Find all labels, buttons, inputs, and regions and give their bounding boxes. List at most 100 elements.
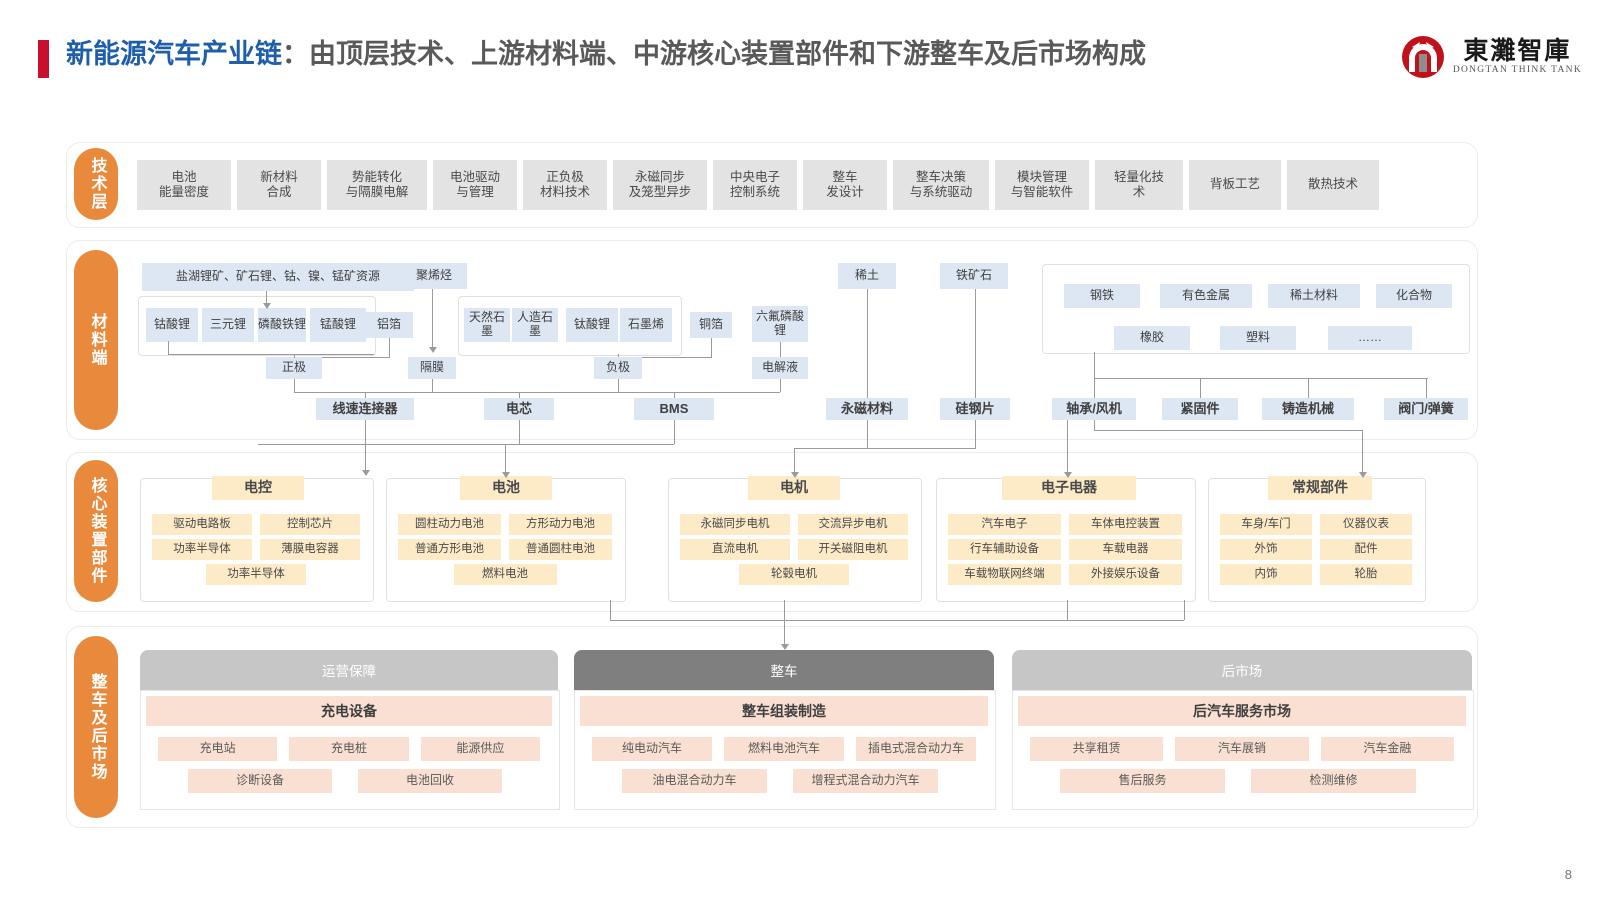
anode-material-2[interactable]: 钛酸锂 <box>566 308 618 342</box>
cathode-material-0[interactable]: 钴酸锂 <box>146 308 198 342</box>
vehicle-item-0-2[interactable]: 能源供应 <box>420 737 540 761</box>
core-item-3-5[interactable]: 外接娱乐设备 <box>1069 564 1182 585</box>
material-node-0[interactable]: 正极 <box>266 357 322 379</box>
material-ore-box[interactable]: 盐湖锂矿、矿石锂、钴、镍、锰矿资源 <box>142 263 414 291</box>
vehicle-item-0-1[interactable]: 充电桩 <box>289 737 409 761</box>
vehicle-item-2-1[interactable]: 汽车展销 <box>1175 737 1309 761</box>
general-material-3[interactable]: 化合物 <box>1376 284 1452 308</box>
core-item-3-2[interactable]: 行车辅助设备 <box>948 539 1061 560</box>
core-item-4-0[interactable]: 车身/车门 <box>1220 514 1312 535</box>
anode-material-3[interactable]: 石墨烯 <box>620 308 672 342</box>
vehicle-item-2-3[interactable]: 售后服务 <box>1060 769 1225 793</box>
core-item-3-3[interactable]: 车载电器 <box>1069 539 1182 560</box>
vehicle-item-1-3[interactable]: 油电混合动力车 <box>622 769 767 793</box>
general-output-2[interactable]: 铸造机械 <box>1262 398 1354 420</box>
core-item-2-4[interactable]: 轮毂电机 <box>739 564 849 585</box>
material-node-3[interactable]: 电解液 <box>752 357 808 379</box>
core-item-2-3[interactable]: 开关磁阻电机 <box>798 539 908 560</box>
vehicle-item-1-4[interactable]: 增程式混合动力汽车 <box>793 769 938 793</box>
tech-item-4[interactable]: 正负极材料技术 <box>523 160 607 210</box>
tech-item-1[interactable]: 新材料合成 <box>237 160 321 210</box>
vehicle-item-2-0[interactable]: 共享租赁 <box>1030 737 1164 761</box>
core-item-3-4[interactable]: 车载物联网终端 <box>948 564 1061 585</box>
general-output-3[interactable]: 阀门/弹簧 <box>1384 398 1468 420</box>
core-item-3-0[interactable]: 汽车电子 <box>948 514 1061 535</box>
aluminum-foil-box[interactable]: 铝箔 <box>365 312 413 338</box>
vehicle-item-2-2[interactable]: 汽车金融 <box>1320 737 1454 761</box>
general-material-1[interactable]: 有色金属 <box>1160 284 1252 308</box>
core-item-4-3[interactable]: 配件 <box>1320 539 1412 560</box>
general-material-0[interactable]: 钢铁 <box>1064 284 1140 308</box>
material-output-2[interactable]: BMS <box>634 398 714 420</box>
tech-item-6[interactable]: 中央电子控制系统 <box>713 160 797 210</box>
core-group-title-4[interactable]: 常规部件 <box>1268 476 1372 500</box>
core-item-4-5[interactable]: 轮胎 <box>1320 564 1412 585</box>
material-output-0[interactable]: 线速连接器 <box>316 398 414 420</box>
general-material-6[interactable]: …… <box>1328 326 1412 350</box>
core-item-0-1[interactable]: 控制芯片 <box>260 514 360 535</box>
core-group-title-3[interactable]: 电子电器 <box>1002 476 1136 500</box>
material-node-2[interactable]: 负极 <box>594 357 642 379</box>
vehicle-head-0[interactable]: 充电设备 <box>146 696 552 726</box>
core-group-title-1[interactable]: 电池 <box>460 476 552 500</box>
general-material-4[interactable]: 橡胶 <box>1114 326 1190 350</box>
core-item-1-2[interactable]: 普通方形电池 <box>398 539 501 560</box>
tech-item-9[interactable]: 模块管理与智能软件 <box>995 160 1089 210</box>
copper-foil-box[interactable]: 铜箔 <box>690 312 732 338</box>
vehicle-item-1-2[interactable]: 插电式混合动力车 <box>856 737 976 761</box>
general-output-1[interactable]: 紧固件 <box>1162 398 1238 420</box>
tech-item-7[interactable]: 整车发设计 <box>803 160 887 210</box>
vehicle-item-0-0[interactable]: 充电站 <box>158 737 278 761</box>
material-node-1[interactable]: 隔膜 <box>408 357 456 379</box>
vehicle-item-0-4[interactable]: 电池回收 <box>358 769 502 793</box>
magnet-output-0[interactable]: 永磁材料 <box>826 398 908 420</box>
core-item-0-4[interactable]: 功率半导体 <box>206 564 306 585</box>
core-item-4-4[interactable]: 内饰 <box>1220 564 1312 585</box>
core-item-1-4[interactable]: 燃料电池 <box>453 564 557 585</box>
core-group-title-2[interactable]: 电机 <box>748 476 840 500</box>
core-item-2-1[interactable]: 交流异步电机 <box>798 514 908 535</box>
anode-material-0[interactable]: 天然石墨 <box>464 308 510 342</box>
core-item-4-2[interactable]: 外饰 <box>1220 539 1312 560</box>
core-item-0-2[interactable]: 功率半导体 <box>152 539 252 560</box>
vehicle-item-2-4[interactable]: 检测维修 <box>1251 769 1416 793</box>
core-item-3-1[interactable]: 车体电控装置 <box>1069 514 1182 535</box>
tech-item-11[interactable]: 背板工艺 <box>1189 160 1281 210</box>
tech-item-2[interactable]: 势能转化与隔膜电解 <box>327 160 427 210</box>
general-material-5[interactable]: 塑料 <box>1220 326 1296 350</box>
core-item-2-2[interactable]: 直流电机 <box>680 539 790 560</box>
rare-earth-box[interactable]: 稀土 <box>838 263 896 289</box>
lipf6-box[interactable]: 六氟磷酸锂 <box>752 306 808 342</box>
cathode-material-2[interactable]: 磷酸铁锂 <box>258 308 306 342</box>
core-group-title-0[interactable]: 电控 <box>212 476 304 500</box>
core-item-1-3[interactable]: 普通圆柱电池 <box>509 539 612 560</box>
polyolefin-box[interactable]: 聚烯烃 <box>401 263 467 289</box>
vehicle-bar-2[interactable]: 后市场 <box>1012 650 1472 690</box>
vehicle-item-1-0[interactable]: 纯电动汽车 <box>592 737 712 761</box>
iron-ore-box[interactable]: 铁矿石 <box>940 263 1008 289</box>
vehicle-bar-0[interactable]: 运营保障 <box>140 650 558 690</box>
core-item-0-3[interactable]: 薄膜电容器 <box>260 539 360 560</box>
core-item-1-0[interactable]: 圆柱动力电池 <box>398 514 501 535</box>
tech-item-10[interactable]: 轻量化技术 <box>1095 160 1183 210</box>
vehicle-head-2[interactable]: 后汽车服务市场 <box>1018 696 1466 726</box>
vehicle-item-0-3[interactable]: 诊断设备 <box>188 769 332 793</box>
tech-item-8[interactable]: 整车决策与系统驱动 <box>893 160 989 210</box>
vehicle-item-1-1[interactable]: 燃料电池汽车 <box>724 737 844 761</box>
general-material-2[interactable]: 稀土材料 <box>1268 284 1360 308</box>
core-item-2-0[interactable]: 永磁同步电机 <box>680 514 790 535</box>
vehicle-bar-1[interactable]: 整车 <box>574 650 994 690</box>
general-output-0[interactable]: 轴承/风机 <box>1052 398 1136 420</box>
core-item-1-1[interactable]: 方形动力电池 <box>509 514 612 535</box>
cathode-material-3[interactable]: 锰酸锂 <box>310 308 366 342</box>
anode-material-1[interactable]: 人造石墨 <box>512 308 558 342</box>
core-item-4-1[interactable]: 仪器仪表 <box>1320 514 1412 535</box>
cathode-material-1[interactable]: 三元锂 <box>202 308 254 342</box>
tech-item-0[interactable]: 电池能量密度 <box>137 160 231 210</box>
material-output-1[interactable]: 电芯 <box>484 398 554 420</box>
tech-item-12[interactable]: 散热技术 <box>1287 160 1379 210</box>
tech-item-5[interactable]: 永磁同步及笼型异步 <box>613 160 707 210</box>
core-item-0-0[interactable]: 驱动电路板 <box>152 514 252 535</box>
vehicle-head-1[interactable]: 整车组装制造 <box>580 696 988 726</box>
magnet-output-1[interactable]: 硅钢片 <box>940 398 1010 420</box>
